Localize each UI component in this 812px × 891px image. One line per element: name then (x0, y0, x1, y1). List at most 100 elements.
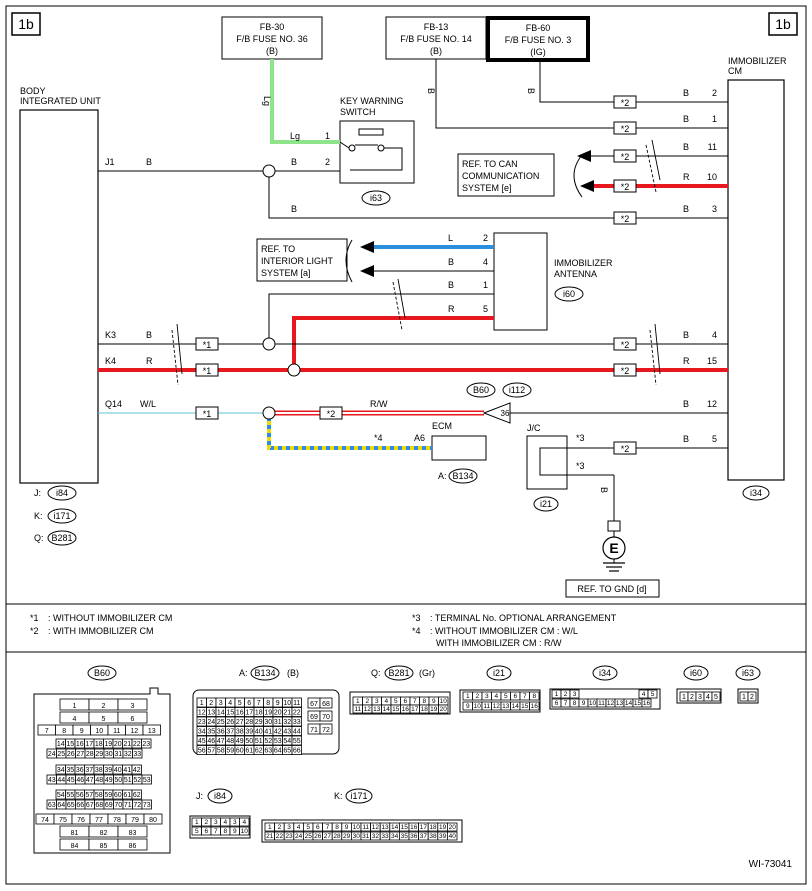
connector-pin-label: 7 (564, 700, 568, 707)
connector-pin-label: 62 (255, 748, 263, 755)
connector-pin-label: 69 (105, 802, 113, 809)
connector-pin-label: 12 (493, 703, 501, 710)
connector-pin-label: 57 (85, 792, 93, 799)
connector-pin-label: 40 (255, 729, 263, 736)
svg-text:B: B (683, 88, 689, 98)
connector-pin-label: 52 (133, 777, 141, 784)
svg-text:F/B FUSE NO. 3: F/B FUSE NO. 3 (505, 35, 572, 45)
connector-pin-label: 13 (148, 728, 156, 735)
svg-text:ECM: ECM (432, 421, 452, 431)
connector-pin-label: 1 (555, 691, 559, 698)
svg-text:R: R (683, 172, 690, 182)
connector-pin-label: 25 (305, 833, 313, 840)
marker-s3: *3 (576, 433, 585, 443)
connector-pin-label: 34 (391, 833, 399, 840)
connector-pin (132, 748, 143, 759)
svg-text:i171: i171 (350, 791, 367, 801)
connector-pin-label: 39 (104, 767, 112, 774)
connector-pin (319, 710, 333, 722)
connector-pin-label: 51 (124, 777, 132, 784)
connector-pin-label: 33 (381, 833, 389, 840)
svg-text:*2: *2 (621, 182, 630, 192)
svg-text:1: 1 (483, 280, 488, 290)
connector-pin-label: 55 (293, 738, 301, 745)
connector-pin-label: 54 (57, 792, 65, 799)
connector-pin-label: 35 (66, 767, 74, 774)
svg-text:15: 15 (707, 356, 717, 366)
connector-pin-label: 27 (76, 751, 84, 758)
connector-pin-label: 43 (283, 729, 291, 736)
connector-pin-label: 4 (228, 700, 232, 707)
connector-pin-label: 10 (283, 700, 291, 707)
connector-pin-label: 46 (207, 738, 215, 745)
connector-pin-label: 4 (706, 694, 710, 701)
connector-pin-label: 10 (241, 828, 249, 835)
connector-pin-label: 12 (130, 728, 138, 735)
connector-pin-label: 11 (354, 706, 361, 713)
svg-text:ANTENNA: ANTENNA (554, 269, 597, 279)
arrow-light-2 (360, 241, 374, 253)
marker-box: *1 (195, 406, 219, 420)
connector-pin-label: 26 (226, 719, 234, 726)
connector-pin (438, 704, 449, 714)
svg-text:K4: K4 (105, 356, 116, 366)
arrow-light-4 (360, 265, 374, 277)
connector-pin-label: 46 (76, 777, 84, 784)
svg-text:3: 3 (712, 204, 717, 214)
connector-tag-b134 (448, 468, 478, 484)
connector-pin (291, 697, 302, 708)
frame (5, 5, 807, 885)
connector-pin-label: 6 (513, 693, 517, 700)
connector-pin-label: 65 (67, 802, 75, 809)
connector-pin-label: 31 (274, 719, 282, 726)
svg-text:*2: *2 (30, 626, 39, 636)
svg-text:B281: B281 (51, 533, 72, 543)
connector-pin-label: 1 (268, 824, 272, 831)
fuse-fb30: FB-30 F/B FUSE NO. 36 (B) (221, 16, 323, 60)
connector-pin-label: 25 (57, 751, 65, 758)
page-tag-left: 1b (11, 12, 41, 36)
connector-pin-label: 18 (429, 824, 437, 831)
svg-text:1: 1 (712, 114, 717, 124)
connector-pin (529, 691, 540, 701)
connector-pin-label: 16 (236, 710, 244, 717)
connector-pin (647, 689, 658, 699)
connector-pin-label: 55 (66, 792, 74, 799)
connector-pin-label: 10 (353, 824, 361, 831)
svg-text:B: B (146, 157, 152, 167)
notes: *1 : WITHOUT IMMOBILIZER CM *2 : WITH IM… (30, 613, 617, 648)
connector-pin-label: 27 (236, 719, 244, 726)
connector-pin-label: 35 (207, 729, 215, 736)
connector-pin-label: 3 (698, 694, 702, 701)
connector-pin-label: 1 (73, 703, 77, 710)
connector-pin-label: 4 (297, 824, 301, 831)
connector-pin-label: 13 (616, 700, 624, 707)
connector-pin-label: 68 (95, 802, 103, 809)
svg-text:i63: i63 (742, 668, 754, 678)
svg-text:B: B (683, 399, 689, 409)
svg-text:J/C: J/C (527, 423, 541, 433)
connector-pin-label: 16 (531, 703, 539, 710)
connector-pin-label: 25 (217, 719, 225, 726)
connector-pin-label: 52 (264, 738, 272, 745)
svg-text:4: 4 (483, 257, 488, 267)
svg-text:10: 10 (707, 172, 717, 182)
connector-pin-label: 2 (750, 694, 754, 701)
svg-text:*2: *2 (327, 409, 336, 419)
connector-pin-label: 39 (439, 833, 447, 840)
svg-text:i84: i84 (214, 791, 226, 801)
svg-text:J1: J1 (105, 157, 115, 167)
connector-pin-label: 63 (264, 748, 272, 755)
connector-pin-label: 41 (264, 729, 272, 736)
svg-text:B: B (683, 330, 689, 340)
svg-text:i84: i84 (56, 488, 68, 498)
marker-box: *2 (613, 363, 637, 377)
svg-text:B: B (291, 204, 297, 214)
connector-pin (711, 691, 721, 702)
connector-pin-label: 32 (283, 719, 291, 726)
svg-text:4: 4 (712, 330, 717, 340)
connector-pin-label: 37 (226, 729, 234, 736)
connector-pin-label: 17 (85, 741, 93, 748)
